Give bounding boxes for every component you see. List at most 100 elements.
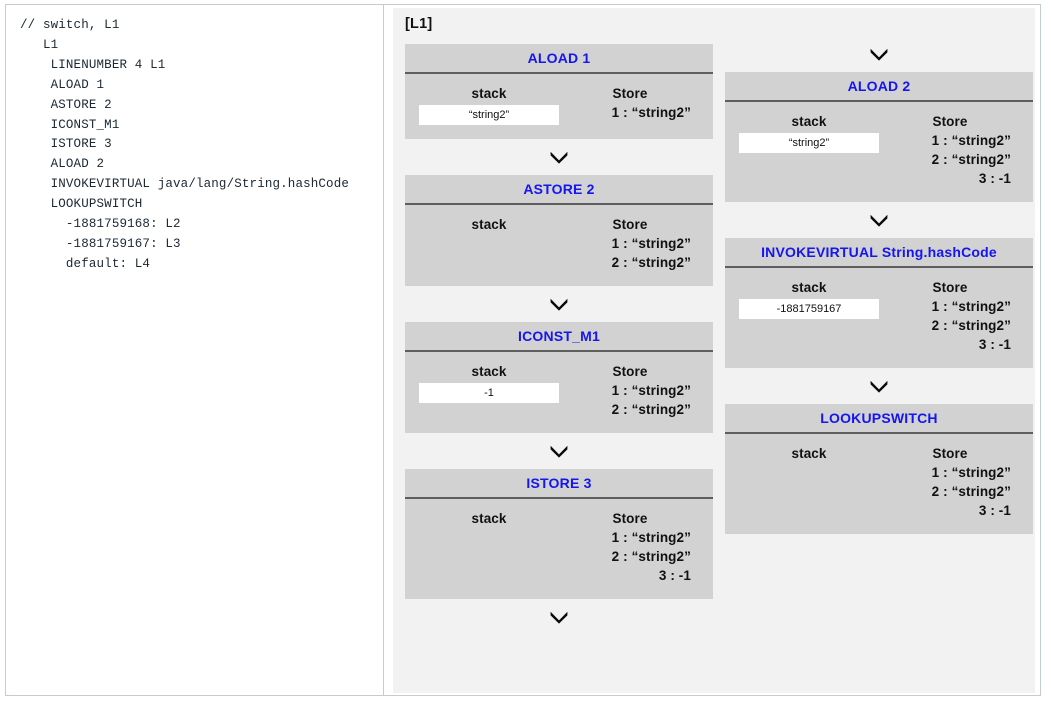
instruction-card-title: ISTORE 3	[405, 469, 713, 499]
instruction-card-title: ALOAD 2	[725, 72, 1033, 102]
visualization-canvas: [L1] ALOAD 1 stack “string2” Store 1 : “stri…	[393, 8, 1035, 693]
stack-column: stack -1	[405, 362, 565, 403]
instruction-card-body: stack Store 1 : “string2” 2 : “string2” 3 : …	[405, 499, 713, 599]
chevron-down-icon	[549, 445, 569, 458]
store-column-title: Store	[932, 114, 968, 129]
instruction-card[interactable]: ALOAD 1 stack “string2” Store 1 : “string2”	[405, 44, 713, 139]
store-row: 1 : “string2”	[611, 383, 691, 398]
instruction-card-title: ALOAD 1	[405, 44, 713, 74]
stack-cell-list: -1881759167	[739, 299, 879, 319]
stack-column: stack -1881759167	[725, 278, 885, 319]
stack-cell: “string2”	[419, 105, 559, 125]
store-column: Store 1 : “string2” 2 : “string2”	[565, 215, 713, 272]
stack-column-title: stack	[791, 446, 827, 461]
stack-column-title: stack	[471, 86, 507, 101]
store-row: 3 : -1	[978, 503, 1011, 518]
stack-column: stack	[405, 509, 565, 530]
stack-column-title: stack	[471, 364, 507, 379]
instruction-card-body: stack “string2” Store 1 : “string2”	[405, 74, 713, 139]
flow-connector	[405, 286, 713, 322]
store-row: 2 : “string2”	[931, 484, 1011, 499]
store-row: 2 : “string2”	[611, 255, 691, 270]
flow-connector	[725, 36, 1033, 72]
flow-connector	[405, 433, 713, 469]
store-row: 2 : “string2”	[931, 152, 1011, 167]
instruction-card-body: stack Store 1 : “string2” 2 : “string2”	[405, 205, 713, 286]
store-row-list: 1 : “string2” 2 : “string2” 3 : -1	[889, 463, 1011, 520]
store-column: Store 1 : “string2”	[565, 84, 713, 122]
stack-column-title: stack	[471, 511, 507, 526]
store-row: 3 : -1	[978, 337, 1011, 352]
store-row: 1 : “string2”	[931, 299, 1011, 314]
stack-cell: -1881759167	[739, 299, 879, 319]
stack-column: stack “string2”	[405, 84, 565, 125]
flow-connector	[725, 202, 1033, 238]
flow-connector	[725, 368, 1033, 404]
store-row-list: 1 : “string2”	[569, 103, 691, 122]
instruction-card-title: ICONST_M1	[405, 322, 713, 352]
store-row: 1 : “string2”	[611, 236, 691, 251]
store-row: 2 : “string2”	[611, 402, 691, 417]
stack-column-title: stack	[791, 114, 827, 129]
chevron-down-icon	[549, 151, 569, 164]
chevron-down-icon	[549, 298, 569, 311]
instruction-card-body: stack -1881759167 Store 1 : “string2” 2 : “s…	[725, 268, 1033, 368]
store-column-title: Store	[612, 86, 648, 101]
store-row: 1 : “string2”	[931, 465, 1011, 480]
instruction-card[interactable]: ASTORE 2 stack Store 1 : “string2” 2 : “stri…	[405, 175, 713, 286]
stack-column: stack	[405, 215, 565, 236]
stack-cell: “string2”	[739, 133, 879, 153]
store-row: 3 : -1	[978, 171, 1011, 186]
store-column-title: Store	[612, 217, 648, 232]
store-row-list: 1 : “string2” 2 : “string2”	[569, 234, 691, 272]
stack-cell: -1	[419, 383, 559, 403]
store-column: Store 1 : “string2” 2 : “string2” 3 : -1	[885, 444, 1033, 520]
store-row: 1 : “string2”	[611, 105, 691, 120]
store-column-title: Store	[932, 280, 968, 295]
store-row-list: 1 : “string2” 2 : “string2”	[569, 381, 691, 419]
stack-cell-list: -1	[419, 383, 559, 403]
store-column-title: Store	[612, 364, 648, 379]
store-column-title: Store	[612, 511, 648, 526]
stack-cell-list: “string2”	[739, 133, 879, 153]
stack-column-title: stack	[471, 217, 507, 232]
instruction-card[interactable]: ISTORE 3 stack Store 1 : “string2” 2 : “stri…	[405, 469, 713, 599]
instruction-card[interactable]: LOOKUPSWITCH stack Store 1 : “string2” 2 : “…	[725, 404, 1033, 534]
stack-column: stack	[725, 444, 885, 465]
store-row: 1 : “string2”	[611, 530, 691, 545]
store-column-title: Store	[932, 446, 968, 461]
store-row-list: 1 : “string2”2 : “string2”3 : -1	[889, 131, 1011, 188]
bytecode-listing-pane[interactable]: // switch, L1 L1 LINENUMBER 4 L1 ALOAD 1…	[6, 5, 384, 695]
chevron-down-icon	[549, 611, 569, 624]
store-row-list: 1 : “string2” 2 : “string2” 3 : -1	[569, 528, 691, 585]
store-column: Store 1 : “string2” 2 : “string2” 3 : -1	[885, 278, 1033, 354]
instruction-card-title: INVOKEVIRTUAL String.hashCode	[725, 238, 1033, 268]
instruction-card-body: stack -1 Store 1 : “string2” 2 : “string2”	[405, 352, 713, 433]
chevron-down-icon	[869, 48, 889, 61]
stack-cell-list: “string2”	[419, 105, 559, 125]
execution-visualization-pane: [L1] ALOAD 1 stack “string2” Store 1 : “stri…	[385, 5, 1040, 695]
store-column: Store 1 : “string2” 2 : “string2”	[565, 362, 713, 419]
block-label: [L1]	[405, 16, 433, 32]
flow-connector	[405, 599, 713, 635]
step-column-right: ALOAD 2 stack “string2” Store 1 : “string2” 2…	[725, 36, 1033, 534]
instruction-card-body: stack Store 1 : “string2” 2 : “string2” 3 : …	[725, 434, 1033, 534]
instruction-card-title: ASTORE 2	[405, 175, 713, 205]
chevron-down-icon	[869, 214, 889, 227]
instruction-card-title: LOOKUPSWITCH	[725, 404, 1033, 434]
instruction-card[interactable]: INVOKEVIRTUAL String.hashCode stack -18817…	[725, 238, 1033, 368]
store-row: 2 : “string2”	[611, 549, 691, 564]
store-row: 2 : “string2”	[931, 318, 1011, 333]
store-row: 3 : -1	[658, 568, 691, 583]
chevron-down-icon	[869, 380, 889, 393]
store-row-list: 1 : “string2” 2 : “string2” 3 : -1	[889, 297, 1011, 354]
bytecode-listing-text: // switch, L1 L1 LINENUMBER 4 L1 ALOAD 1…	[20, 18, 350, 271]
stack-column-title: stack	[791, 280, 827, 295]
store-column: Store 1 : “string2” 2 : “string2” 3 : -1	[565, 509, 713, 585]
